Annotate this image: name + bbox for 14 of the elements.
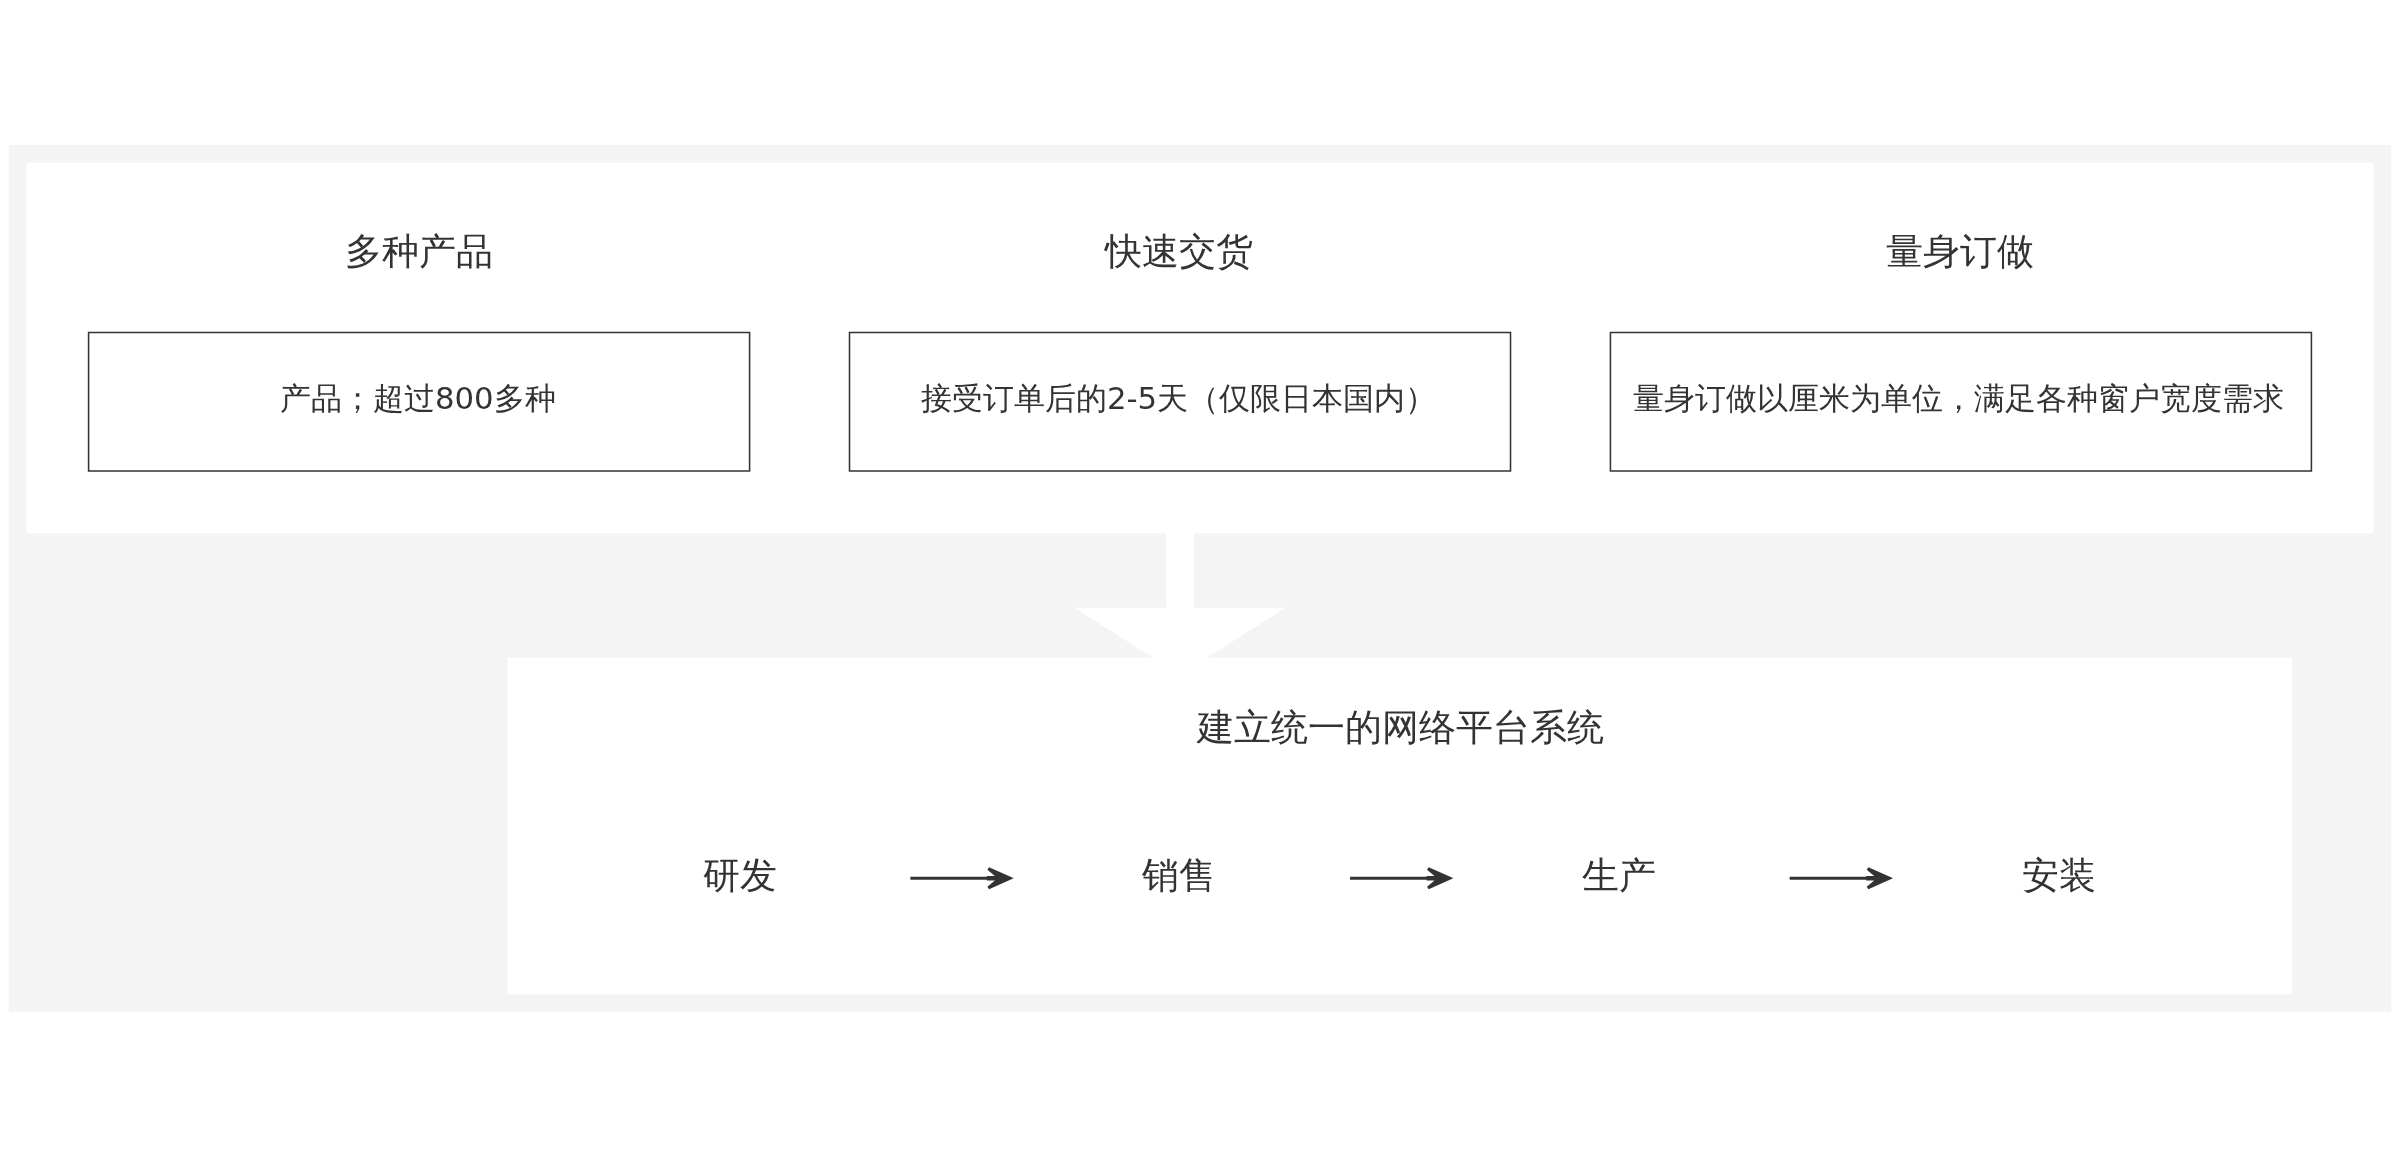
arrow [910, 866, 1012, 889]
arrow [1350, 866, 1452, 889]
cluster [26, 162, 2374, 533]
node-text: 生产 [1582, 853, 1656, 897]
node-label: 快速交货 [1105, 229, 1254, 273]
node-text: 研发 [702, 853, 777, 897]
node-text: 销售 [1142, 853, 1217, 897]
node-label: 量身订做 [1886, 229, 2035, 273]
node-box: 量身订做以厘米为单位，满足各种窗户宽度需求 [1609, 331, 2313, 472]
arrow [1789, 866, 1891, 889]
node-box: 产品；超过800多种 [87, 331, 751, 472]
node-label: 多种产品 [344, 229, 493, 273]
node-box: 接受订单后的2-5天（仅限日本国内） [848, 331, 1512, 472]
node-text: 安装 [2021, 853, 2096, 897]
